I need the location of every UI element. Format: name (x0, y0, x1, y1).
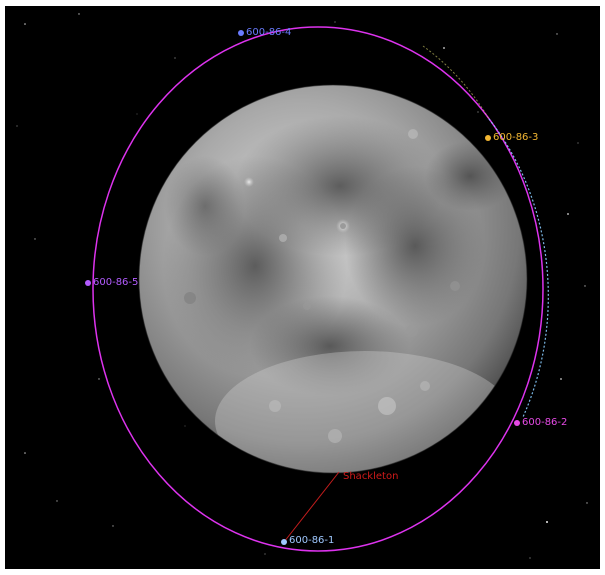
ground-site-label-shackleton[interactable]: Shackleton (343, 471, 399, 482)
satellite-label-600-86-4[interactable]: 600-86-4 (246, 27, 292, 38)
satellite-label-600-86-5[interactable]: 600-86-5 (93, 277, 139, 288)
starfield (16, 13, 588, 559)
satellite-marker-600-86-4[interactable] (238, 30, 244, 36)
ground-link-line (283, 471, 340, 543)
moon-sphere[interactable] (138, 84, 528, 491)
orbit-path[interactable] (92, 26, 549, 552)
satellite-label-600-86-1[interactable]: 600-86-1 (289, 535, 335, 546)
3d-viewport[interactable]: 600-86-1 600-86-2 600-86-3 600-86-4 600-… (5, 6, 600, 569)
satellite-label-600-86-3[interactable]: 600-86-3 (493, 132, 539, 143)
satellite-marker-600-86-2[interactable] (514, 420, 520, 426)
satellite-marker-600-86-1[interactable] (281, 539, 287, 545)
satellite-marker-600-86-5[interactable] (85, 280, 91, 286)
satellite-marker-600-86-3[interactable] (485, 135, 491, 141)
scene-canvas[interactable] (5, 6, 600, 569)
satellite-label-600-86-2[interactable]: 600-86-2 (522, 417, 568, 428)
